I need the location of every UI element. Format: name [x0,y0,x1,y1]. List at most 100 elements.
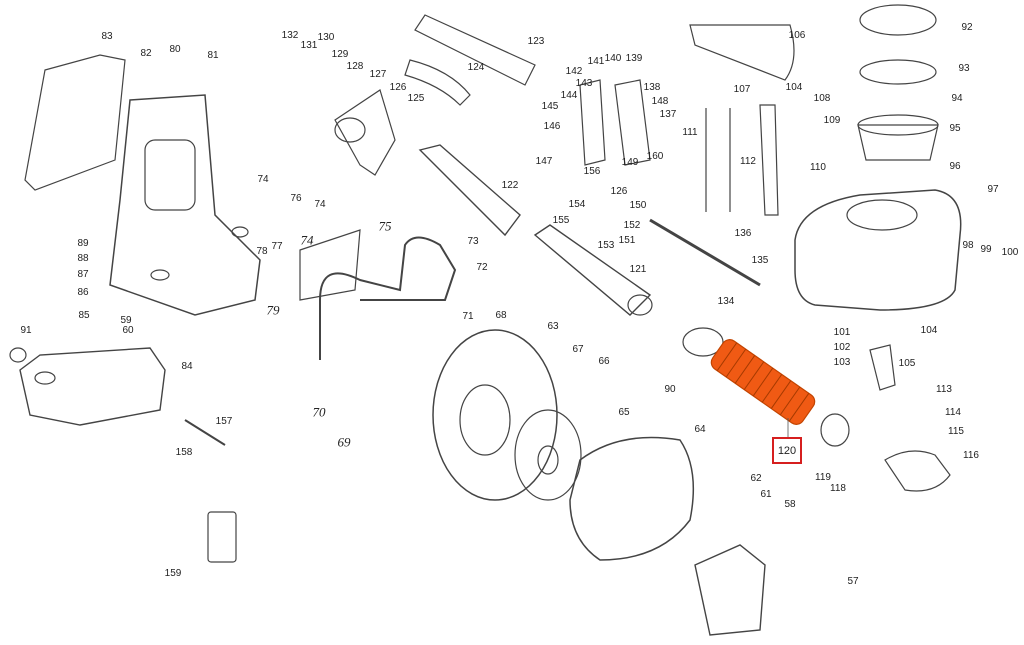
part-label: 69 [337,434,351,450]
part-label: 91 [20,325,32,336]
part-label: 139 [625,53,643,64]
part-label: 85 [78,310,90,321]
part-label: 123 [527,36,545,47]
part-label: 135 [751,255,769,266]
tube-123 [414,14,536,86]
part-label: 65 [618,407,630,418]
part-label: 100 [1001,247,1019,258]
part-label: 68 [495,310,507,321]
part-label: 75 [378,218,392,234]
bottle-159 [207,511,237,563]
part-label: 77 [271,241,283,252]
part-label: 126 [389,82,407,93]
part-label: 145 [541,101,559,112]
part-label: 87 [77,269,89,280]
highlight-box-120[interactable]: 120 [772,437,802,464]
part-label: 119 [815,472,831,483]
part-label: 86 [77,287,89,298]
part-label: 105 [898,358,916,369]
part-label: 67 [572,344,584,355]
part-label: 66 [598,356,610,367]
clamp-119 [820,413,850,447]
part-label: 71 [462,311,474,322]
part-label: 146 [543,121,561,132]
tube-124 [404,59,471,106]
part-label: 147 [535,156,553,167]
part-label: 122 [501,180,519,191]
part-label: 157 [215,416,233,427]
part-label: 149 [621,157,639,168]
highlight-label: 120 [777,445,797,457]
part-label: 64 [694,424,706,435]
part-label: 80 [169,44,181,55]
part-label: 148 [651,96,669,107]
part-label: 82 [140,48,152,59]
part-label: 96 [949,161,961,172]
bracket-74 [299,229,361,301]
part-label: 84 [181,361,193,372]
part-label: 136 [734,228,752,239]
part-label: 142 [565,66,583,77]
handle-73 [319,236,457,360]
lid-92 [859,4,937,36]
part-label: 131 [300,40,318,51]
part-label: 111 [682,127,698,138]
part-label: 113 [936,384,952,395]
fitting-105 [869,344,896,391]
part-label: 109 [823,115,841,126]
part-label: 126 [610,186,628,197]
part-label: 79 [266,302,280,318]
part-label: 104 [920,325,938,336]
part-label: 57 [847,576,859,587]
cover-58 [694,544,766,636]
part-label: 99 [980,244,992,255]
part-label: 73 [467,236,479,247]
part-label: 132 [281,30,299,41]
gasket-93 [859,59,937,85]
part-label: 112 [740,156,756,167]
frame-opening [144,139,196,211]
housing-64 [569,436,695,561]
cap-91 [9,347,27,363]
cover-106 [689,24,795,81]
part-label: 137 [659,109,677,120]
part-label: 98 [962,240,974,251]
throttle-cable-136 [649,218,761,287]
part-label: 124 [467,62,485,73]
part-label: 140 [604,53,622,64]
fan-housing-67 [432,329,558,501]
part-label: 74 [300,232,314,248]
part-label: 95 [949,123,961,134]
part-label: 59 [120,315,132,326]
strainer-95 [857,124,939,161]
part-label: 121 [629,264,647,275]
elbow-116 [884,450,951,492]
part-label: 102 [833,342,851,353]
part-label: 144 [560,90,578,101]
part-label: 97 [987,184,999,195]
part-label: 151 [618,235,636,246]
part-label: 58 [784,499,796,510]
part-label: 154 [568,199,586,210]
throttle-handle [579,79,651,166]
part-label: 70 [312,404,326,420]
part-label: 83 [101,31,113,42]
part-label: 89 [77,238,89,249]
part-label: 141 [587,56,605,67]
part-label: 62 [750,473,762,484]
part-label: 76 [290,193,302,204]
part-label: 115 [948,426,964,437]
part-label: 156 [583,166,601,177]
part-label: 110 [810,162,826,173]
part-label: 160 [646,151,664,162]
part-label: 81 [207,50,219,61]
hose-120 [710,339,816,425]
part-label: 152 [623,220,641,231]
part-label: 127 [369,69,387,80]
part-label: 72 [476,262,488,273]
clamp-90 [682,327,724,357]
part-label: 107 [733,84,751,95]
part-label: 118 [830,483,846,494]
